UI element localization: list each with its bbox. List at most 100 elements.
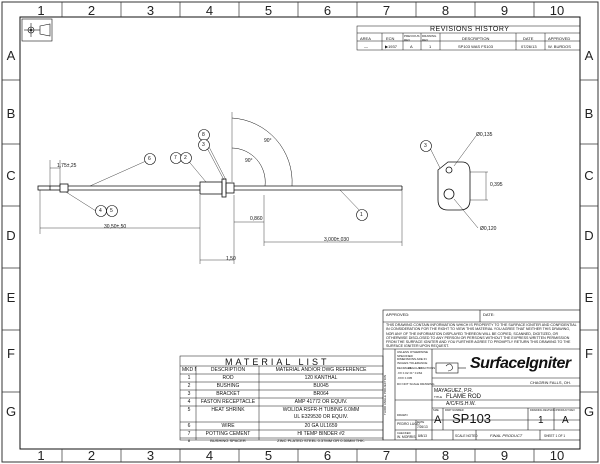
bushing-spacer xyxy=(225,182,235,194)
balloon-2-label: 2 xyxy=(184,155,187,161)
rev-cell-date: 07/26/13 xyxy=(521,44,537,49)
angle-arc-2 xyxy=(231,147,266,187)
ml-mkd: 6 xyxy=(187,423,191,429)
ml-header-mkd: MKD No. xyxy=(182,367,196,373)
tol-decimals: DECIMALS xyxy=(397,366,412,370)
drawn-label: DRAWN xyxy=(397,413,408,417)
row-label-d: D xyxy=(6,228,16,243)
row-label-e: E xyxy=(6,290,16,305)
row-label-a-right: A xyxy=(584,48,594,63)
sheet-number: SHEET 1 OF 1 xyxy=(544,434,566,438)
row-label-c-right: C xyxy=(584,168,594,183)
ml-material: WOLIDA RSFR-H TUBING 6.0MM xyxy=(282,407,360,413)
row-label-b-right: B xyxy=(584,106,594,121)
balloon-3 xyxy=(198,139,210,151)
row-label-c: C xyxy=(6,168,16,183)
material-list-grid xyxy=(179,355,384,441)
part-number-label: PART NUMBER xyxy=(445,409,464,412)
drawn-date-label: DATE xyxy=(417,420,425,424)
rev-header-drawing: DRAWING REV xyxy=(422,34,437,42)
scale-label: SCALE NOTED xyxy=(455,434,478,438)
balloon-4-label: 4 xyxy=(99,208,102,214)
checked-date: 8/8/13 xyxy=(418,434,427,438)
ml-material: AMP 41772 OR EQUIV. xyxy=(294,399,348,405)
drawing-rev-label: DRAWING REVISION xyxy=(530,409,556,412)
ml-description: BRACKET xyxy=(216,391,240,397)
balloon-2 xyxy=(180,152,192,164)
drawing-rev: 1 xyxy=(538,415,544,426)
angle-arc-1 xyxy=(231,117,293,187)
ml-material: HI TEMP BINDER #2 xyxy=(297,431,345,437)
table-row: 7 POTTING CEMENT HI TEMP BINDER #2 xyxy=(180,430,383,438)
rev-cell-approved: W. BURDOS xyxy=(548,44,571,49)
ml-header-description: DESCRIPTION xyxy=(210,367,246,373)
tol-fractions: FRACTIONS xyxy=(419,366,436,370)
status-badge: FINAL PRODUCT xyxy=(490,433,523,438)
tolerances-note: UNLESS OTHERWISE SPECIFIED DIMENSIONS AR… xyxy=(397,350,428,365)
table-row: 1 ROD 120 KANTHAL xyxy=(180,374,383,382)
faston-terminal xyxy=(37,185,51,191)
tol-angular: ANGULAR xyxy=(408,366,422,370)
ml-material: BU045 xyxy=(313,383,329,389)
dim-angle-inner: 90° xyxy=(245,158,253,164)
projection-label: THIRD ANGLE PROJECTION xyxy=(383,374,387,416)
column-label-7-bottom: 7 xyxy=(382,448,391,463)
column-label-5-bottom: 5 xyxy=(264,448,273,463)
tol-values: .XX ±.02 ±1° ±1/64 xyxy=(397,371,423,375)
ml-description: POTTING CEMENT xyxy=(205,431,251,437)
projection-symbol-icon xyxy=(21,18,53,42)
checked-by: W. MORRIS xyxy=(397,435,416,439)
flame-rod-logo-icon xyxy=(435,362,466,374)
ml-mkd: 1 xyxy=(187,375,191,381)
ml-header-material: MATERIAL AND/OR DWG REFERENCE xyxy=(275,367,367,373)
ml-material: BR064 xyxy=(313,391,329,397)
revisions-table xyxy=(356,25,581,51)
balloon-1-label: 1 xyxy=(360,212,363,218)
column-label-10-bottom: 10 xyxy=(549,448,565,463)
approved-label: APPROVED: xyxy=(386,312,410,317)
balloon-5 xyxy=(106,205,118,217)
dim-tab-width: 0,395 xyxy=(490,182,503,188)
ml-mkd: 4 xyxy=(187,399,191,405)
ml-mkd: 2 xyxy=(187,383,191,389)
ml-description: HEAT SHRINK xyxy=(211,407,245,413)
row-label-f: F xyxy=(7,346,15,361)
checked-label: CHECKED xyxy=(397,431,411,435)
rev-header-previous: PREVIOUS REV xyxy=(404,34,420,42)
table-row: 3 BRACKET BR064 xyxy=(180,390,383,398)
product-rev: A xyxy=(562,415,569,426)
date-label: DATE: xyxy=(483,312,495,317)
balloon-8-label: 8 xyxy=(202,132,205,138)
row-label-g: G xyxy=(5,404,17,419)
row-label-a: A xyxy=(6,48,16,63)
ml-description: FASTON RECEPTACLE xyxy=(200,399,256,405)
row-label-d-right: D xyxy=(584,228,594,243)
company-logo: SurfaceIgniter xyxy=(470,355,571,372)
ml-material: 120 KANTHAL xyxy=(304,375,338,381)
size-label: SIZE xyxy=(433,409,439,412)
balloon-7-label: 7 xyxy=(174,155,177,161)
column-label-2: 2 xyxy=(87,3,96,18)
rev-header-description: DESCRIPTION xyxy=(462,36,490,41)
column-label-7: 7 xyxy=(382,3,391,18)
drawn-date: 7/26/13 xyxy=(417,425,428,429)
do-not-scale: DO NOT SCALE DRAWING xyxy=(397,382,435,386)
rev-cell-previous: A xyxy=(410,44,413,49)
rev-header-approved: APPROVED xyxy=(548,36,571,41)
material-list-header: MKD No. DESCRIPTION MATERIAL AND/OR DWG … xyxy=(180,366,383,374)
dim-bushing-length: 1,50 xyxy=(226,256,236,262)
ml-mkd: 7 xyxy=(187,431,191,437)
table-row: 2 BUSHING BU045 xyxy=(180,382,383,390)
city-label-2: MAYAGUEZ, P.R. xyxy=(434,388,474,394)
dim-rod-length: 3,000±,030 xyxy=(324,237,349,243)
column-label-1: 1 xyxy=(37,3,45,18)
column-label-9: 9 xyxy=(500,3,509,18)
ml-description: ROD xyxy=(222,375,234,381)
rev-cell-description: SP103 WAS FS103 xyxy=(458,44,493,49)
row-label-f-right: F xyxy=(585,346,593,361)
dim-bracket-offset: 0,860 xyxy=(250,216,263,222)
balloon-5-label: 5 xyxy=(110,208,113,214)
